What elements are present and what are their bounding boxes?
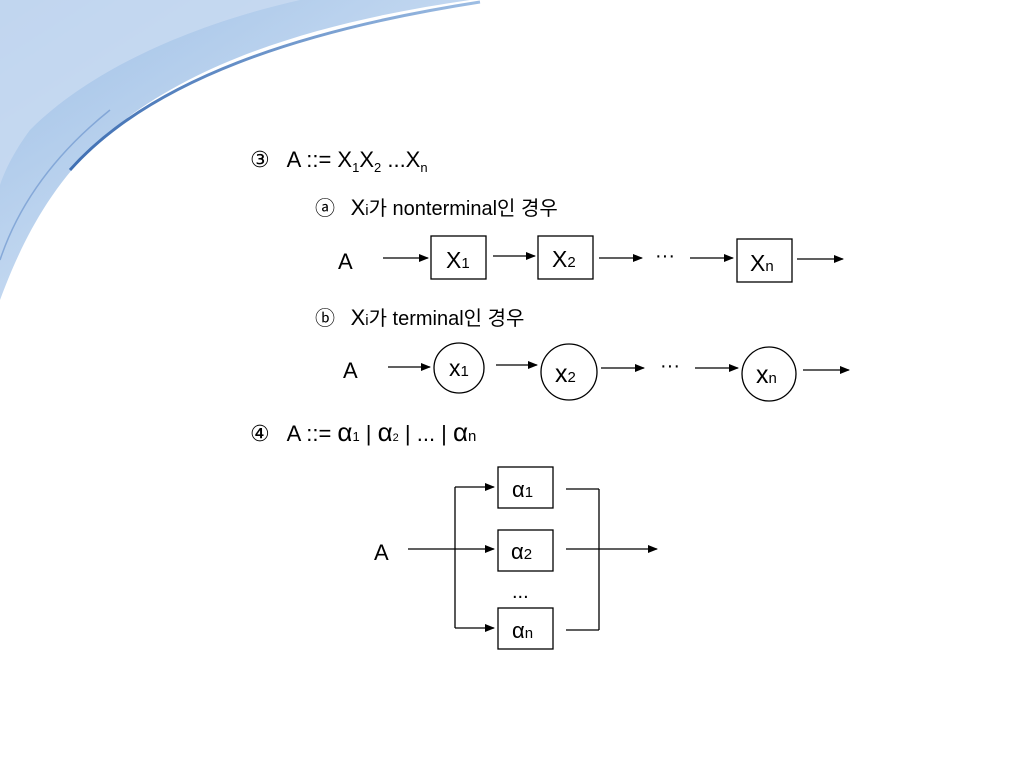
rule4-a2: α: [378, 417, 393, 447]
case-a-text: 가 nonterminal인 경우: [369, 197, 558, 220]
swoosh-fill: [0, 0, 470, 300]
case-a-node-1: [430, 235, 487, 280]
rule3-x2: X: [359, 147, 374, 172]
alt-ellipsis: ...: [512, 581, 529, 603]
case-b-node-n: [741, 346, 797, 402]
rule4-mid: | ... |: [399, 421, 453, 446]
case-a-ellipsis: ···: [655, 245, 675, 267]
rule4-a1: α: [337, 417, 352, 447]
case-a-heading: ⓐ Xi가 nonterminal인 경우: [315, 195, 558, 220]
case-b-xi: X: [351, 305, 366, 330]
case-a-marker: ⓐ: [315, 197, 335, 220]
case-b-i: i: [365, 312, 368, 329]
case-a-node-n: [736, 238, 793, 283]
alt-node-n-label: αn: [512, 618, 533, 643]
case-b-node-2-label: x2: [555, 360, 576, 388]
case-a-node-n-label: Xn: [750, 250, 774, 276]
case-b-node-1-label: x1: [449, 355, 469, 381]
rule4-line: ④ A ::= α1 | α2 | ... | αn: [250, 417, 476, 447]
case-b-node-n-label: xn: [756, 361, 777, 389]
rule4-sn: n: [468, 428, 476, 445]
case-a-start: A: [338, 249, 353, 274]
case-b-ellipsis: ···: [660, 355, 680, 377]
swoosh-line: [68, 0, 481, 171]
alt-node-2: [497, 529, 554, 572]
rule3-sub2: 2: [374, 160, 381, 175]
rule3-lhs: A ::= X: [287, 147, 353, 172]
case-a-node-1-label: X1: [446, 247, 470, 273]
alt-node-1: [497, 466, 554, 509]
rule4-marker: ④: [250, 421, 270, 446]
alt-start: A: [374, 540, 389, 565]
case-a-i: i: [365, 202, 368, 219]
case-b-marker: ⓑ: [315, 307, 335, 330]
rule4-s1: 1: [352, 429, 359, 444]
rule3-sub1: 1: [352, 160, 359, 175]
case-b-node-1: [433, 342, 485, 394]
alt-node-1-label: α1: [512, 477, 533, 502]
rule4-an: α: [453, 417, 468, 447]
case-a-node-2-label: X2: [552, 246, 576, 272]
case-b-node-2: [540, 343, 598, 401]
rule3-marker: ③: [250, 147, 270, 172]
rule4-s2: 2: [393, 432, 399, 444]
rule3-subn: n: [420, 160, 427, 175]
case-b-heading: ⓑ Xi가 terminal인 경우: [315, 305, 524, 330]
rule3-line: ③ A ::= X1X2 ...Xn: [250, 147, 428, 175]
case-a-xi: X: [351, 195, 366, 220]
alt-node-n: [497, 607, 554, 650]
alt-node-2-label: α2: [511, 539, 532, 564]
case-a-node-2: [537, 235, 594, 280]
swoosh-band: [0, 0, 300, 185]
rule4-bar1: |: [360, 421, 378, 446]
rule4-lhs: A ::=: [287, 421, 338, 446]
rule3-dots: ...X: [381, 147, 420, 172]
case-b-start: A: [343, 358, 358, 383]
swoosh-line-2: [0, 109, 111, 261]
case-b-text: 가 terminal인 경우: [369, 307, 525, 330]
